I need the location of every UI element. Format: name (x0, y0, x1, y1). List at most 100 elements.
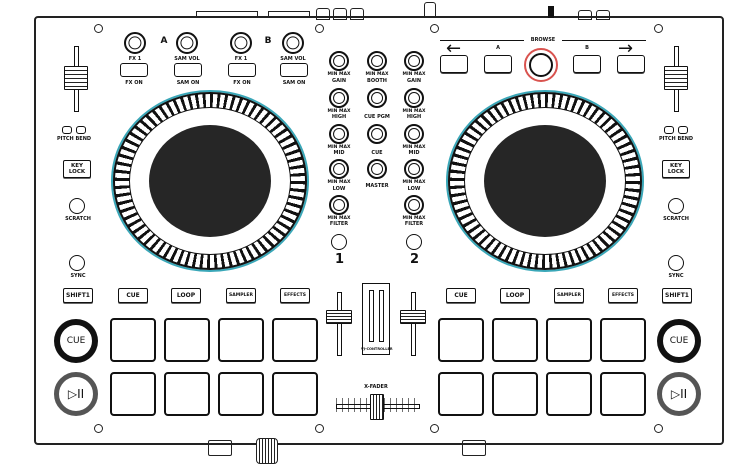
effects-button-right[interactable]: EFFECTS (608, 288, 638, 303)
loop-button-right[interactable]: LOOP (500, 288, 530, 303)
samvol-knob-a[interactable] (176, 32, 198, 54)
headphone-cue-button-2[interactable] (406, 234, 422, 250)
samvol-knob-b[interactable] (282, 32, 304, 54)
low-knob-1[interactable] (329, 159, 349, 179)
pad-left-7[interactable] (218, 372, 264, 416)
sync-button-right[interactable] (668, 255, 684, 271)
effects-button-left[interactable]: EFFECTS (280, 288, 310, 303)
pad-right-5[interactable] (438, 372, 484, 416)
cue-mode-button-right[interactable]: CUE (446, 288, 476, 303)
sam-on-button-a[interactable] (174, 63, 202, 77)
gain-label-2: GAIN (406, 78, 422, 84)
jog-wheel-platter-left[interactable] (149, 125, 271, 237)
crossfader-cap[interactable] (370, 394, 384, 420)
min-label: MIN (327, 180, 338, 185)
pad-left-4[interactable] (272, 318, 318, 362)
pad-right-1[interactable] (438, 318, 484, 362)
shift-button-left[interactable]: SHIFT1 (63, 288, 93, 303)
sync-button-left[interactable] (69, 255, 85, 271)
jog-wheel-platter-right[interactable] (484, 125, 606, 237)
pad-right-4[interactable] (600, 318, 646, 362)
cue-knob[interactable] (367, 124, 387, 144)
pad-right-3[interactable] (546, 318, 592, 362)
key-lock-button-right[interactable]: KEY LOCK (662, 160, 690, 178)
pad-left-5[interactable] (110, 372, 156, 416)
pad-left-1[interactable] (110, 318, 156, 362)
top-jack (578, 10, 592, 20)
scratch-button-right[interactable] (668, 198, 684, 214)
max-label: MAX (339, 72, 351, 77)
pad-right-2[interactable] (492, 318, 538, 362)
pad-left-6[interactable] (164, 372, 210, 416)
min-max-label: MIN MAX (326, 72, 352, 78)
mid-knob-1[interactable] (329, 124, 349, 144)
filter-knob-1[interactable] (329, 195, 349, 215)
play-pause-button-right[interactable]: ▷II (657, 372, 701, 416)
pad-right-7[interactable] (546, 372, 592, 416)
pitch-fader-cap[interactable] (64, 66, 88, 90)
booth-knob[interactable] (367, 51, 387, 71)
low-knob-2[interactable] (404, 159, 424, 179)
min-label: MIN (327, 72, 338, 77)
sam-on-button-b[interactable] (280, 63, 308, 77)
sampler-button-left[interactable]: SAMPLER (226, 288, 256, 303)
gain-knob-2[interactable] (404, 51, 424, 71)
fx-on-button-a[interactable] (120, 63, 148, 77)
big-cue-button-right[interactable]: CUE (657, 319, 701, 363)
sampler-button-right[interactable]: SAMPLER (554, 288, 584, 303)
power-switch[interactable] (548, 6, 554, 18)
browse-load-a-button[interactable] (484, 55, 512, 73)
channel-fader-2[interactable] (400, 310, 426, 324)
xfader-label: X-FADER (364, 384, 388, 390)
master-knob[interactable] (367, 159, 387, 179)
browse-forward-button[interactable] (617, 55, 645, 73)
pitch-bend-plus-right[interactable] (678, 126, 688, 134)
pitch-fader-cap[interactable] (664, 66, 688, 90)
loop-button-left[interactable]: LOOP (171, 288, 201, 303)
cue-mode-button-left[interactable]: CUE (118, 288, 148, 303)
headphone-cue-button-1[interactable] (331, 234, 347, 250)
high-knob-1[interactable] (329, 88, 349, 108)
fx-on-button-b[interactable] (228, 63, 256, 77)
bottom-jack (462, 440, 486, 456)
pad-right-6[interactable] (492, 372, 538, 416)
jog-wheel-left[interactable] (113, 92, 307, 270)
filter-knob-2[interactable] (404, 195, 424, 215)
fx1-knob-b[interactable] (230, 32, 252, 54)
browse-a-label: A (496, 45, 500, 51)
shift-button-right[interactable]: SHIFT1 (662, 288, 692, 303)
pad-right-8[interactable] (600, 372, 646, 416)
screw (654, 24, 663, 33)
pitch-fader-left[interactable] (62, 44, 90, 114)
pad-left-3[interactable] (218, 318, 264, 362)
sam-on-label-b: SAM ON (282, 80, 306, 86)
pitch-bend-minus-right[interactable] (664, 126, 674, 134)
sam-on-label-a: SAM ON (176, 80, 200, 86)
samvol-label-a: SAM VOL (174, 56, 200, 62)
browse-back-button[interactable] (440, 55, 468, 73)
fx1-knob-a[interactable] (124, 32, 146, 54)
jog-wheel-right[interactable] (448, 92, 642, 270)
high-knob-2[interactable] (404, 88, 424, 108)
pitch-bend-minus-left[interactable] (62, 126, 72, 134)
bottom-knob[interactable] (256, 438, 278, 464)
pitch-fader-right[interactable] (662, 44, 690, 114)
channel-fader-1[interactable] (326, 310, 352, 324)
pitch-bend-plus-left[interactable] (76, 126, 86, 134)
browse-load-b-button[interactable] (573, 55, 601, 73)
key-lock-button-left[interactable]: KEY LOCK (63, 160, 91, 178)
big-cue-button-left[interactable]: CUE (54, 319, 98, 363)
pad-left-8[interactable] (272, 372, 318, 416)
min-max-label: MIN MAX (326, 216, 352, 222)
min-label: MIN (402, 145, 413, 150)
browse-encoder[interactable] (524, 48, 558, 82)
play-pause-button-left[interactable]: ▷II (54, 372, 98, 416)
pgm-label: PGM (377, 114, 390, 120)
gain-knob-1[interactable] (329, 51, 349, 71)
pad-left-2[interactable] (164, 318, 210, 362)
channel-fader-track-1 (337, 292, 342, 356)
mid-knob-2[interactable] (404, 124, 424, 144)
scratch-button-left[interactable] (69, 198, 85, 214)
cue-pgm-knob[interactable] (367, 88, 387, 108)
top-jack (596, 10, 610, 20)
